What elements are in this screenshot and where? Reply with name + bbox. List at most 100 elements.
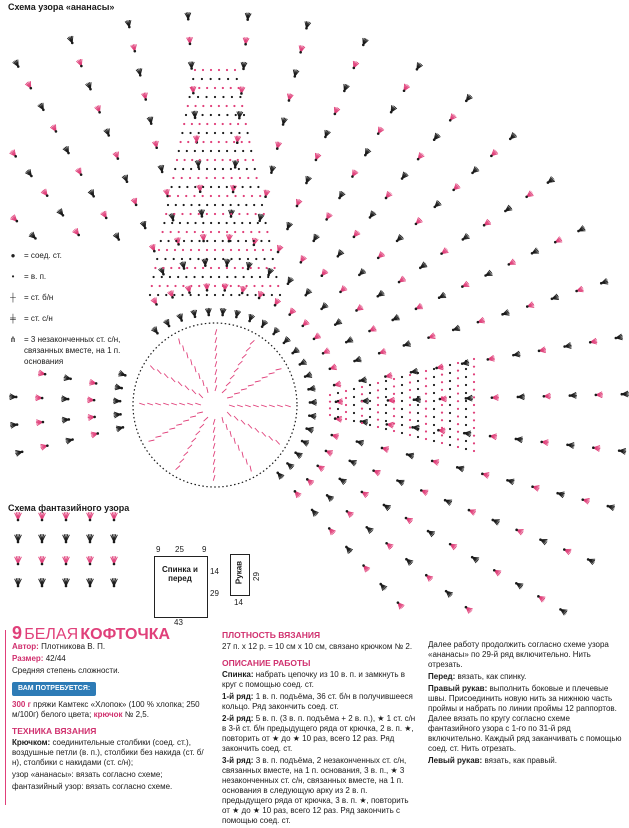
chain-dot [187, 222, 189, 224]
chain-dot [433, 400, 435, 402]
chain-dot [257, 186, 259, 188]
chain-dot [206, 159, 208, 161]
chain-dot [218, 276, 220, 278]
motif-stitch [269, 405, 275, 407]
stitch-fan [396, 479, 404, 486]
chain-dot [226, 105, 228, 107]
chain-dot [385, 428, 387, 430]
article-number: 9 [12, 623, 22, 643]
stitch-fan [531, 248, 539, 255]
chain-dot [246, 249, 248, 251]
chain-dot [425, 423, 427, 425]
chain-dot [222, 96, 224, 98]
stitch-fan [312, 234, 319, 242]
stitch-fan [277, 245, 283, 253]
row-3: 3-й ряд: 3 в. п. подъёма, 2 незаконченны… [222, 756, 418, 826]
stitch-fan [471, 556, 479, 563]
chain-dot [202, 222, 204, 224]
motif-stitch [248, 424, 252, 428]
legend-item: ┼ = ст. б/н [6, 292, 156, 303]
chain-dot [353, 388, 355, 390]
chain-dot [449, 380, 451, 382]
chain-dot [243, 195, 245, 197]
chain-dot [218, 150, 220, 152]
stitch-fan [87, 578, 94, 587]
stitch-fan [296, 199, 302, 207]
chain-dot [230, 285, 232, 287]
chain-dot [186, 231, 188, 233]
motif-stitch [171, 378, 175, 382]
stitch-fan [116, 426, 124, 432]
stitch-fan [463, 431, 471, 437]
chain-dot [385, 380, 387, 382]
stitch-fan [477, 317, 485, 323]
chain-dot [256, 177, 258, 179]
stitch-fan [320, 302, 328, 310]
chain-dot [409, 434, 411, 436]
chain-dot [210, 186, 212, 188]
stitch-fan [483, 219, 491, 226]
stitch-fan [427, 333, 435, 339]
chain-dot [178, 150, 180, 152]
motif-stitch [213, 427, 215, 433]
motif-stitch [191, 359, 192, 365]
chain-dot [185, 114, 187, 116]
size-label: Размер: [12, 654, 43, 663]
chain-dot [210, 222, 212, 224]
chain-dot [189, 96, 191, 98]
motif-stitch [192, 438, 196, 442]
chain-dot [337, 416, 339, 418]
accent-rule [5, 630, 6, 805]
chain-dot [233, 141, 235, 143]
chain-dot [189, 258, 191, 260]
stitch-fan [247, 262, 253, 270]
motif-stitch [183, 420, 189, 421]
chain-dot [244, 159, 246, 161]
chain-dot [193, 114, 195, 116]
chain-dot [202, 105, 204, 107]
row-3-label: 3-й ряд: [222, 756, 253, 765]
chain-dot [218, 222, 220, 224]
stitch-fan [410, 368, 418, 374]
chain-dot [246, 213, 248, 215]
motif-stitch [226, 382, 230, 386]
chain-dot [393, 430, 395, 432]
double-crochet-icon: ╪ [6, 313, 20, 324]
chain-dot [178, 231, 180, 233]
chain-dot [263, 213, 265, 215]
motif-stitch [234, 368, 238, 372]
chain-dot [247, 132, 249, 134]
chain-dot [189, 132, 191, 134]
motif-stitch [238, 445, 239, 451]
stitch-fan [416, 62, 423, 70]
stitch-fan [381, 447, 389, 453]
chain-dot [266, 267, 268, 269]
author-line: Автор: Плотникова В. П. [12, 642, 212, 652]
stitch-fan [261, 320, 268, 328]
chain-dot [218, 114, 220, 116]
chain-dot [176, 159, 178, 161]
chain-dot [449, 372, 451, 374]
stitch-fan [325, 212, 332, 220]
stitch-fan [491, 394, 499, 400]
description-column: ПЛОТНОСТЬ ВЯЗАНИЯ 27 п. х 12 р. = 10 см … [222, 628, 418, 828]
stitch-fan [195, 160, 201, 168]
chain-dot [237, 240, 239, 242]
motif-stitch [215, 369, 217, 375]
chain-dot [226, 231, 228, 233]
chain-dot [187, 141, 189, 143]
chain-dot [239, 258, 241, 260]
chain-dot [230, 213, 232, 215]
stitch-fan [351, 170, 358, 178]
stitch-fan [556, 492, 564, 498]
chain-dot [401, 384, 403, 386]
stitch-fan [493, 569, 501, 576]
stitch-fan [515, 529, 523, 536]
stitch-fan [434, 200, 442, 208]
chain-dot [417, 380, 419, 382]
chain-dot [227, 78, 229, 80]
back-label: Спинка и перед [154, 565, 206, 583]
chain-dot [385, 420, 387, 422]
chain-dot [182, 168, 184, 170]
chain-dot [234, 69, 236, 71]
